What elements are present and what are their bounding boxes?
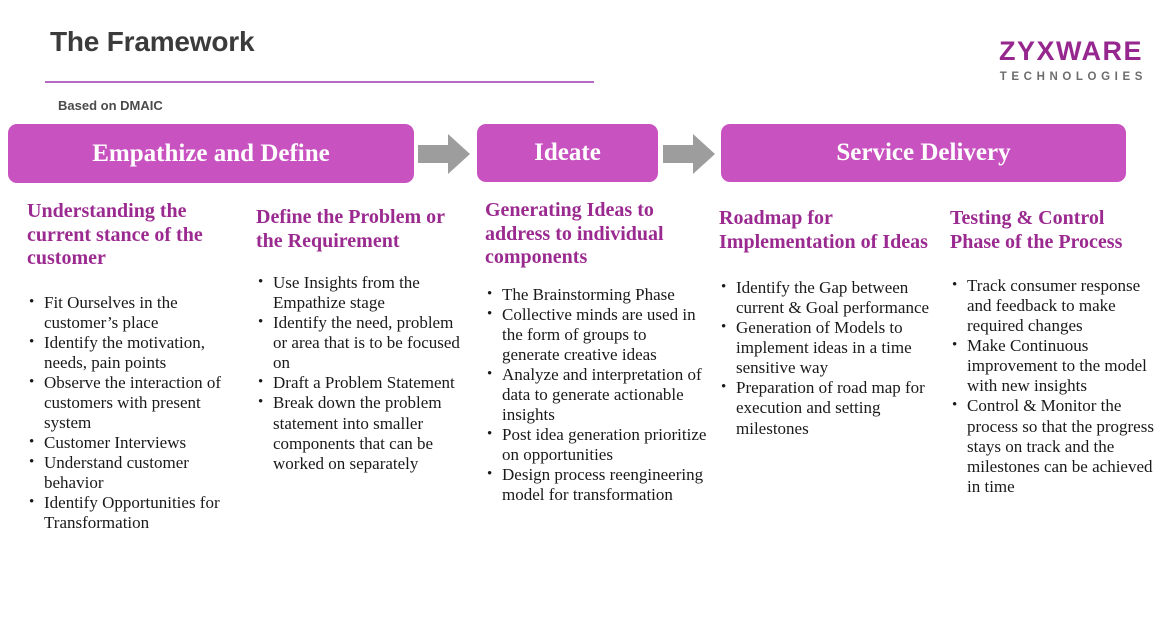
- list-item: Design process reengineering model for t…: [485, 465, 707, 505]
- zyxware-logo: ZYXWARE TECHNOLOGIES: [999, 38, 1143, 84]
- list-item: Identify Opportunities for Transformatio…: [27, 493, 242, 533]
- list-item: Post idea generation prioritize on oppor…: [485, 425, 707, 465]
- phase-banner-empathize-and-define[interactable]: Empathize and Define: [8, 124, 414, 183]
- list-item: Identify the motivation, needs, pain poi…: [27, 333, 242, 373]
- list-item: Understand customer behavior: [27, 453, 242, 493]
- column-heading: Define the Problem or the Requirement: [256, 206, 445, 252]
- phase-banner-service-delivery[interactable]: Service Delivery: [721, 124, 1126, 182]
- list-item: The Brainstorming Phase: [485, 285, 707, 305]
- column-heading: Generating Ideas to address to individua…: [485, 199, 664, 269]
- list-item: Track consumer response and feedback to …: [950, 276, 1158, 336]
- list-item: Generation of Models to implement ideas …: [719, 318, 934, 378]
- page-title: The Framework: [50, 26, 255, 57]
- phase-banner-ideate[interactable]: Ideate: [477, 124, 658, 182]
- column-bullet-list: Identify the Gap between current & Goal …: [719, 278, 934, 438]
- column-heading: Roadmap for Implementation of Ideas: [719, 207, 928, 253]
- list-item: Fit Ourselves in the customer’s place: [27, 293, 242, 333]
- list-item: Make Continuous improvement to the model…: [950, 336, 1158, 396]
- phase-banner-label: Service Delivery: [836, 139, 1011, 166]
- arrow-right-icon: [418, 133, 470, 175]
- title-divider: [45, 81, 594, 83]
- list-item: Customer Interviews: [27, 433, 242, 453]
- content-column-generating-ideas: Generating Ideas to address to individua…: [485, 199, 707, 505]
- content-column-define-the-problem: Define the Problem or the Requirement Us…: [256, 206, 468, 474]
- list-item: Draft a Problem Statement: [256, 373, 468, 393]
- column-heading: Understanding the current stance of the …: [27, 200, 203, 270]
- list-item: Use Insights from the Empathize stage: [256, 273, 468, 313]
- list-item: Preparation of road map for execution an…: [719, 378, 934, 438]
- arrow-right-icon: [663, 133, 715, 175]
- content-column-roadmap-for-implementation: Roadmap for Implementation of Ideas Iden…: [719, 207, 934, 439]
- content-column-testing-and-control: Testing & Control Phase of the Process T…: [950, 207, 1158, 497]
- list-item: Break down the problem statement into sm…: [256, 393, 468, 473]
- page-subtitle: Based on DMAIC: [58, 98, 163, 113]
- column-bullet-list: Fit Ourselves in the customer’s placeIde…: [27, 293, 242, 534]
- list-item: Control & Monitor the process so that th…: [950, 396, 1158, 496]
- phase-banner-label: Ideate: [534, 139, 601, 166]
- column-bullet-list: Track consumer response and feedback to …: [950, 276, 1158, 497]
- list-item: Identify the need, problem or area that …: [256, 313, 468, 373]
- list-item: Analyze and interpretation of data to ge…: [485, 365, 707, 425]
- column-bullet-list: Use Insights from the Empathize stageIde…: [256, 273, 468, 473]
- logo-wordmark: ZYXWARE: [998, 36, 1143, 66]
- list-item: Identify the Gap between current & Goal …: [719, 278, 934, 318]
- phase-banner-label: Empathize and Define: [92, 139, 330, 167]
- column-heading: Testing & Control Phase of the Process: [950, 207, 1123, 253]
- logo-tagline: TECHNOLOGIES: [999, 71, 1147, 83]
- list-item: Observe the interaction of customers wit…: [27, 373, 242, 433]
- column-bullet-list: The Brainstorming PhaseCollective minds …: [485, 285, 707, 506]
- list-item: Collective minds are used in the form of…: [485, 305, 707, 365]
- content-column-understanding-current-stance: Understanding the current stance of the …: [27, 200, 242, 533]
